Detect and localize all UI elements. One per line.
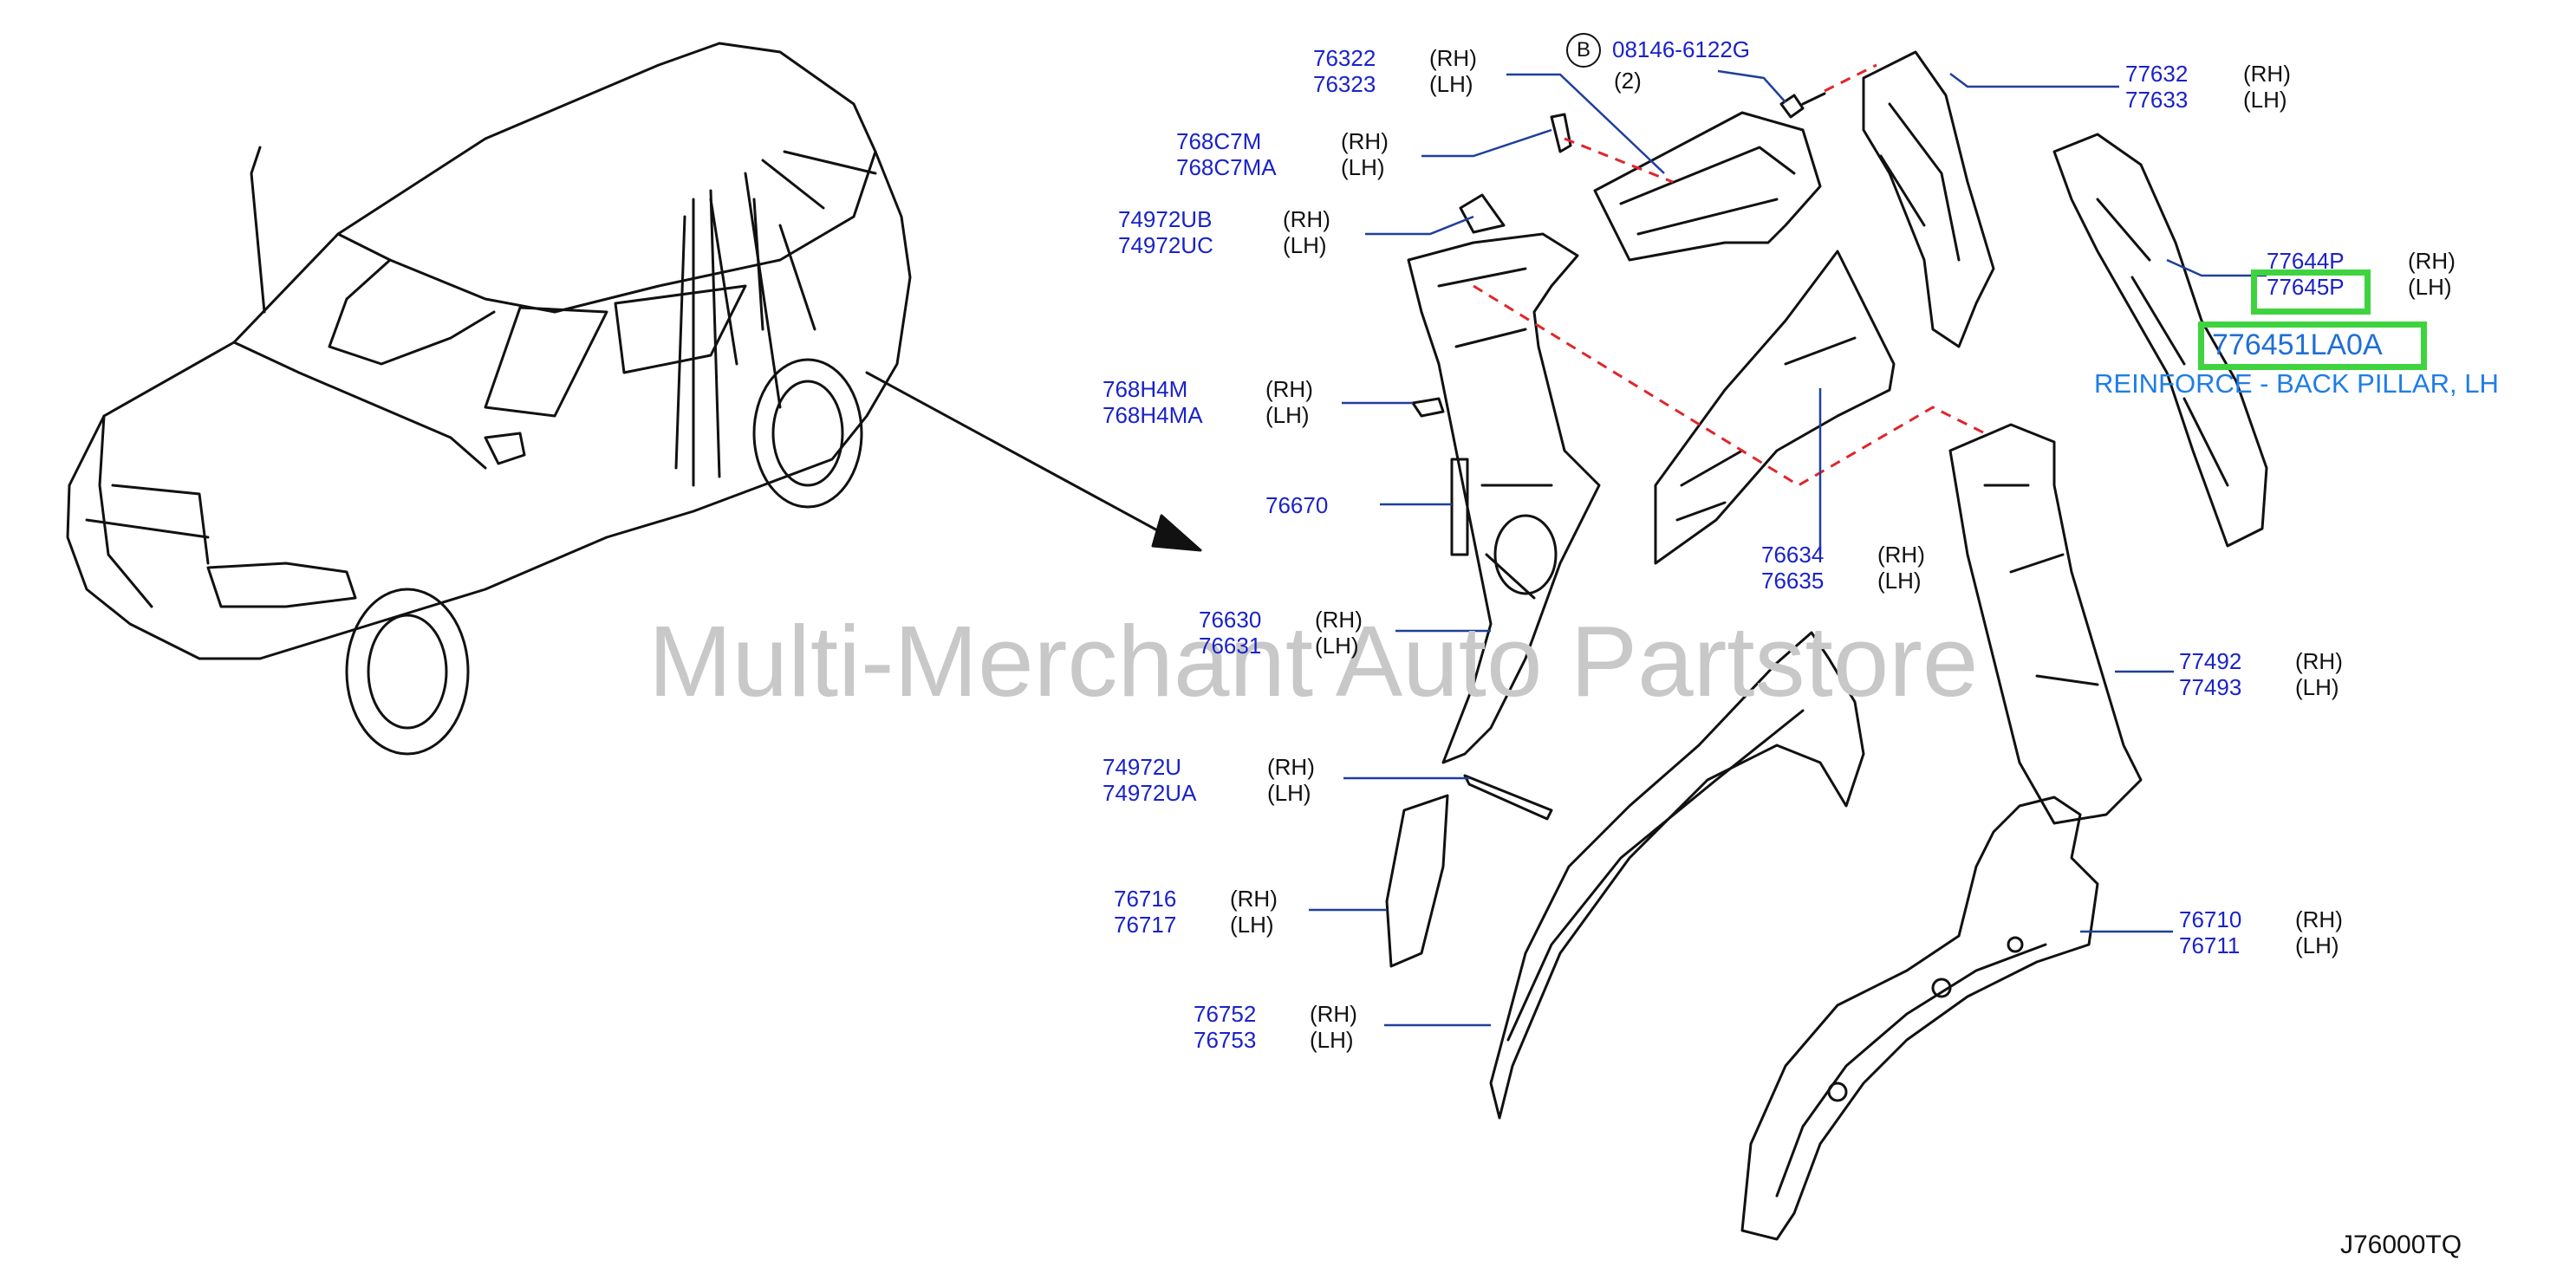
side-lh: (LH) — [1265, 402, 1310, 428]
part-link-77632[interactable]: 77632 — [2125, 61, 2189, 87]
part-link-76635[interactable]: 76635 — [1761, 568, 1825, 594]
side-rh: (RH) — [2243, 61, 2291, 87]
side-rh: (RH) — [1283, 206, 1330, 232]
part-link-77645P[interactable]: 77645P — [2267, 274, 2345, 300]
part-group-77632: 77632 (RH) 77633 (LH) — [2125, 61, 2291, 113]
side-rh: (RH) — [2408, 248, 2456, 274]
side-lh: (LH) — [1341, 154, 1385, 180]
part-link-76323[interactable]: 76323 — [1313, 71, 1376, 97]
part-link-76670[interactable]: 76670 — [1265, 492, 1329, 518]
side-lh: (LH) — [1877, 568, 1922, 594]
part-link-76322[interactable]: 76322 — [1313, 45, 1376, 71]
side-rh: (RH) — [1230, 886, 1278, 912]
side-lh: (LH) — [2408, 274, 2452, 300]
part-group-76710: 76710 (RH) 76711 (LH) — [2179, 906, 2343, 958]
side-rh: (RH) — [1310, 1001, 1357, 1027]
part-group-768H4M: 768H4M (RH) 768H4MA (LH) — [1103, 376, 1313, 428]
part-link-77633[interactable]: 77633 — [2125, 87, 2189, 113]
side-lh: (LH) — [2243, 87, 2287, 113]
part-link-768C7M[interactable]: 768C7M — [1176, 128, 1262, 154]
part-link-77493[interactable]: 77493 — [2179, 674, 2242, 700]
side-rh: (RH) — [1265, 376, 1313, 402]
part-link-76634[interactable]: 76634 — [1761, 542, 1825, 568]
side-lh: (LH) — [1230, 912, 1274, 938]
part-group-74972U: 74972U (RH) 74972UA (LH) — [1103, 754, 1315, 806]
highlight-box-776451LA0A — [2198, 322, 2427, 370]
part-link-76710[interactable]: 76710 — [2179, 906, 2242, 932]
part-link-76753[interactable]: 76753 — [1194, 1027, 1257, 1053]
side-rh: (RH) — [1267, 754, 1315, 780]
side-lh: (LH) — [1429, 71, 1473, 97]
bolt-symbol-icon: B — [1566, 33, 1601, 68]
highlight-box-77645P — [2251, 270, 2371, 315]
bolt-quantity: (2) — [1614, 68, 1642, 94]
highlighted-part-description: REINFORCE - BACK PILLAR, LH — [2094, 368, 2499, 399]
part-group-768C7M: 768C7M (RH) 768C7MA (LH) — [1176, 128, 1389, 180]
part-group-76634: 76634 (RH) 76635 (LH) — [1761, 542, 1925, 594]
part-link-76716[interactable]: 76716 — [1114, 886, 1177, 912]
side-lh: (LH) — [2295, 674, 2339, 700]
side-lh: (LH) — [1315, 633, 1359, 659]
side-lh: (LH) — [1283, 232, 1327, 258]
side-rh: (RH) — [1315, 607, 1363, 633]
part-link-76711[interactable]: 76711 — [2179, 932, 2241, 958]
part-group-77492: 77492 (RH) 77493 (LH) — [2179, 648, 2343, 700]
part-group-77644P: 77644P(RH) 77645P(LH) — [2267, 248, 2456, 300]
part-link-77492[interactable]: 77492 — [2179, 648, 2242, 674]
part-group-74972UB: 74972UB (RH) 74972UC (LH) — [1118, 206, 1330, 258]
part-link-768H4MA[interactable]: 768H4MA — [1103, 402, 1203, 428]
part-link-74972UB[interactable]: 74972UB — [1118, 206, 1213, 232]
part-link-74972U[interactable]: 74972U — [1103, 754, 1182, 780]
side-rh: (RH) — [1429, 45, 1477, 71]
part-group-76322: 76322 (RH) 76323 (LH) — [1313, 45, 1477, 97]
side-rh: (RH) — [2295, 906, 2343, 932]
part-link-08146-6122G[interactable]: 08146-6122G — [1612, 36, 1751, 62]
part-link-76631[interactable]: 76631 — [1199, 633, 1262, 659]
side-lh: (LH) — [1310, 1027, 1354, 1053]
watermark-text: Multi-Merchant Auto Partstore — [648, 605, 1979, 718]
side-rh: (RH) — [1877, 542, 1925, 568]
part-group-76716: 76716 (RH) 76717 (LH) — [1114, 886, 1278, 938]
side-lh: (LH) — [1267, 780, 1311, 806]
part-group-76752: 76752 (RH) 76753 (LH) — [1194, 1001, 1357, 1053]
side-rh: (RH) — [2295, 648, 2343, 674]
part-link-76630[interactable]: 76630 — [1199, 607, 1262, 633]
highlighted-part-number[interactable]: 776451LA0A — [2212, 328, 2383, 361]
part-link-768H4M[interactable]: 768H4M — [1103, 376, 1188, 402]
part-group-76630: 76630 (RH) 76631 (LH) — [1199, 607, 1363, 659]
part-link-74972UA[interactable]: 74972UA — [1103, 780, 1197, 806]
diagram-reference-code: J76000TQ — [2340, 1231, 2462, 1259]
part-link-768C7MA[interactable]: 768C7MA — [1176, 154, 1277, 180]
part-link-76717[interactable]: 76717 — [1114, 912, 1177, 938]
part-link-74972UC[interactable]: 74972UC — [1118, 232, 1213, 258]
side-rh: (RH) — [1341, 128, 1389, 154]
side-lh: (LH) — [2295, 932, 2339, 958]
vehicle-illustration — [66, 42, 912, 756]
part-link-76752[interactable]: 76752 — [1194, 1001, 1257, 1027]
